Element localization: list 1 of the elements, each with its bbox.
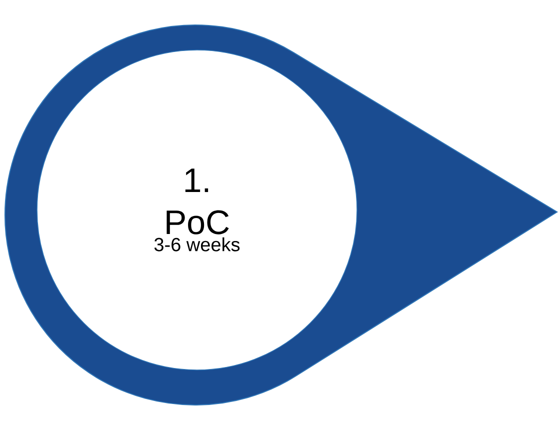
circle-node: 1. PoC 3-6 weeks [36, 50, 358, 370]
